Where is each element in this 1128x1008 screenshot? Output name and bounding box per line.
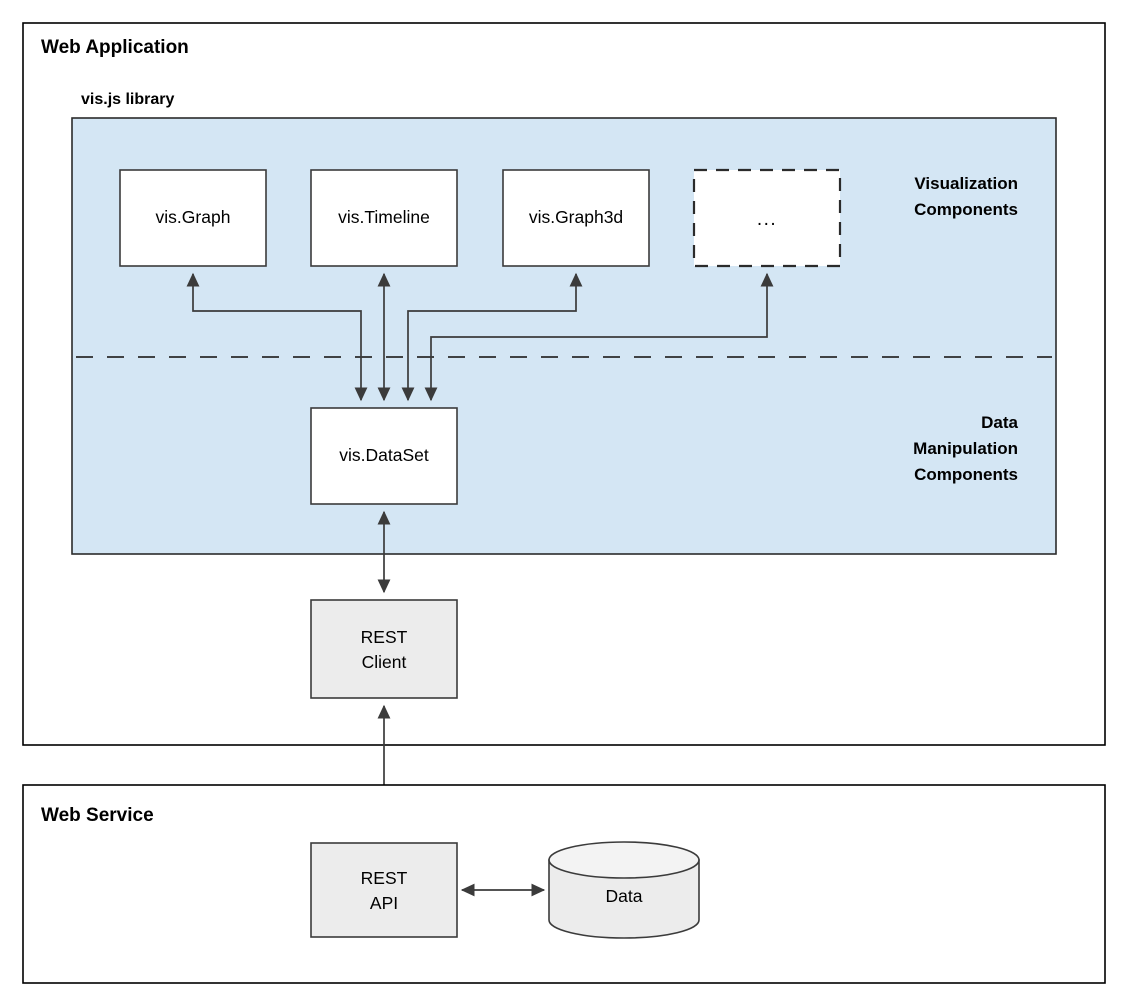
node-rest-api-box[interactable] [310, 842, 458, 938]
visualization-components-label: Visualization Components [914, 174, 1018, 219]
node-vis-graph-label: vis.Graph [156, 207, 231, 227]
node-vis-dataset-box[interactable] [310, 407, 458, 505]
data-manipulation-components-label-line-1: Data [981, 413, 1018, 432]
node-data-store[interactable]: Data [548, 841, 700, 939]
node-data-store-cylinder-body[interactable] [548, 859, 700, 939]
node-vis-dataset[interactable]: vis.DataSet [310, 407, 458, 505]
node-vis-timeline-box[interactable] [310, 169, 458, 267]
node-rest-client-label-line-1: REST [361, 627, 408, 647]
node-vis-graph3d-box[interactable] [502, 169, 650, 267]
visualization-components-label-line-2: Components [914, 200, 1018, 219]
node-more-components[interactable]: ... [692, 168, 842, 268]
connector-more-components-to-vis-dataset [424, 272, 774, 402]
web-application-title: Web Application [41, 37, 189, 58]
connector-vis-graph-to-vis-dataset [186, 272, 368, 402]
node-vis-timeline-label: vis.Timeline [338, 207, 430, 227]
node-rest-api[interactable]: REST API [310, 842, 458, 938]
web-service-title: Web Service [41, 805, 154, 826]
node-more-components-box[interactable] [692, 168, 842, 268]
vis-js-library-panel: Visualization Components Data Manipulati… [71, 117, 1057, 555]
node-rest-client[interactable]: REST Client [310, 599, 458, 699]
node-rest-api-label-line-1: REST [361, 868, 408, 888]
node-data-store-cylinder-top [548, 841, 700, 879]
data-manipulation-components-label: Data Manipulation Components [913, 413, 1018, 484]
node-vis-graph3d[interactable]: vis.Graph3d [502, 169, 650, 267]
visualization-components-label-line-1: Visualization [914, 174, 1018, 193]
node-data-store-label: Data [606, 886, 643, 906]
node-vis-dataset-label: vis.DataSet [339, 445, 429, 465]
node-vis-graph3d-label: vis.Graph3d [529, 207, 623, 227]
node-rest-client-box[interactable] [310, 599, 458, 699]
data-manipulation-components-label-line-2: Manipulation [913, 439, 1018, 458]
node-vis-graph[interactable]: vis.Graph [119, 169, 267, 267]
vis-js-library-title: vis.js library [81, 91, 174, 108]
node-rest-client-label-line-2: Client [362, 652, 407, 672]
node-more-components-label: ... [757, 209, 777, 230]
data-manipulation-components-label-line-3: Components [914, 465, 1018, 484]
node-vis-timeline[interactable]: vis.Timeline [310, 169, 458, 267]
node-vis-graph-box[interactable] [119, 169, 267, 267]
node-rest-api-label-line-2: API [370, 893, 398, 913]
